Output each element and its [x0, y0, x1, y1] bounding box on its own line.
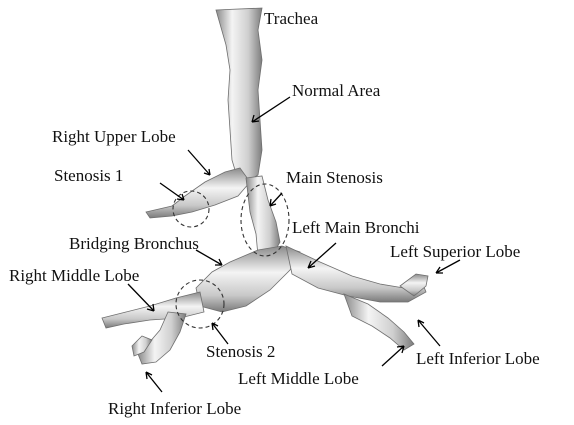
label-left-superior-lobe: Left Superior Lobe [390, 242, 520, 261]
main-bronchus-shape [246, 176, 280, 256]
label-right-upper-lobe: Right Upper Lobe [52, 127, 176, 146]
label-right-middle-lobe: Right Middle Lobe [9, 266, 139, 285]
stenosis-2-arrow [212, 323, 228, 344]
label-normal-area: Normal Area [292, 81, 381, 100]
label-left-middle-lobe: Left Middle Lobe [238, 369, 359, 388]
carina-shape [196, 246, 300, 312]
left-superior-lobe-arrow [436, 260, 460, 273]
right-inferior-lobe-arrow [146, 372, 162, 392]
label-trachea: Trachea [264, 9, 319, 28]
bridging-bronchus-arrow [196, 250, 222, 265]
labels: Trachea Normal Area Right Upper Lobe Ste… [9, 9, 540, 418]
right-upper-lobe-arrow [188, 150, 210, 175]
label-stenosis-1: Stenosis 1 [54, 166, 123, 185]
label-stenosis-2: Stenosis 2 [206, 342, 275, 361]
label-right-inferior-lobe: Right Inferior Lobe [108, 399, 241, 418]
label-main-stenosis: Main Stenosis [286, 168, 383, 187]
stenosis-1-arrow [160, 183, 184, 200]
label-left-main-bronchi: Left Main Bronchi [292, 218, 420, 237]
label-bridging-bronchus: Bridging Bronchus [69, 234, 199, 253]
trachea-shape [216, 8, 262, 180]
left-middle-lobe-arrow [382, 346, 404, 366]
right-middle-lobe-arrow [128, 284, 154, 311]
left-inferior-lobe-arrow [418, 320, 440, 346]
main-stenosis-arrow [270, 193, 282, 206]
label-left-inferior-lobe: Left Inferior Lobe [416, 349, 540, 368]
